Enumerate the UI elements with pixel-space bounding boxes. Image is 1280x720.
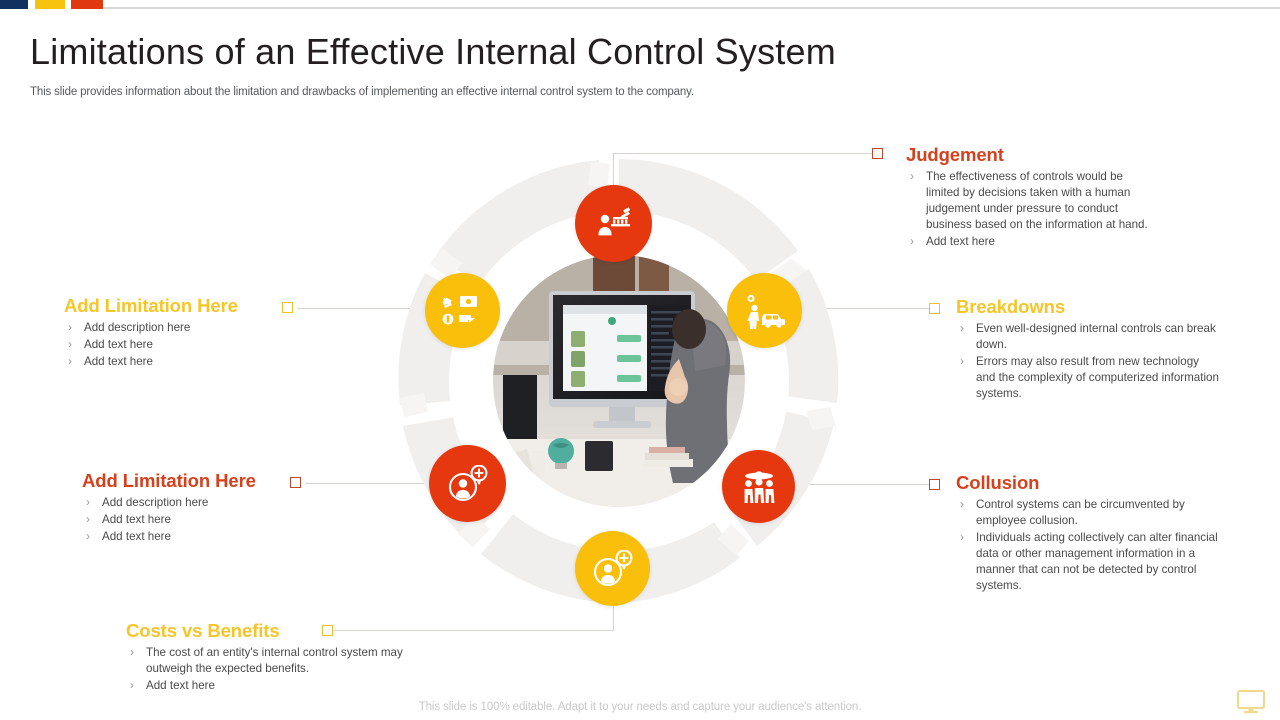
connector-limitation-one bbox=[297, 308, 430, 309]
node-judgement-bubble[interactable] bbox=[575, 185, 652, 262]
list-item: Add description here bbox=[64, 319, 294, 336]
list-item: Control systems can be circumvented by e… bbox=[956, 496, 1224, 529]
section-limitation-one-bullets: Add description here Add text here Add t… bbox=[64, 319, 294, 370]
list-item: Add text here bbox=[82, 511, 312, 528]
central-cycle-diagram bbox=[393, 155, 845, 607]
section-limitation-one: Add Limitation Here Add description here… bbox=[64, 295, 294, 371]
center-photo bbox=[493, 255, 745, 507]
section-limitation-two-title: Add Limitation Here bbox=[82, 470, 256, 491]
brand-bar-gap bbox=[28, 0, 35, 9]
list-item: Add text here bbox=[64, 336, 294, 353]
section-collusion-title: Collusion bbox=[956, 472, 1040, 493]
marker-collusion bbox=[929, 479, 940, 490]
section-judgement: Judgement The effectiveness of controls … bbox=[906, 144, 1156, 251]
list-item: Errors may also result from new technolo… bbox=[956, 353, 1221, 402]
list-item: Add text here bbox=[64, 353, 294, 370]
marker-limitation-two bbox=[290, 477, 301, 488]
list-item: Add text here bbox=[126, 677, 426, 694]
connector-collusion bbox=[793, 484, 930, 485]
list-item: Even well-designed internal controls can… bbox=[956, 320, 1221, 353]
section-judgement-bullets: The effectiveness of controls would be l… bbox=[906, 168, 1156, 250]
list-item: The cost of an entity's internal control… bbox=[126, 644, 426, 677]
section-breakdowns: Breakdowns Even well-designed internal c… bbox=[956, 296, 1221, 403]
header-rule bbox=[103, 7, 1280, 9]
section-costs-vs-benefits: Costs vs Benefits The cost of an entity'… bbox=[126, 620, 426, 695]
section-collusion-bullets: Control systems can be circumvented by e… bbox=[956, 496, 1224, 594]
list-item: Add text here bbox=[82, 528, 312, 545]
brand-bar-gap-2 bbox=[65, 0, 71, 9]
marker-limitation-one bbox=[282, 302, 293, 313]
add-user-icon bbox=[593, 549, 632, 586]
section-costs-bullets: The cost of an entity's internal control… bbox=[126, 644, 426, 694]
marker-costs bbox=[322, 625, 333, 636]
page-title: Limitations of an Effective Internal Con… bbox=[30, 31, 836, 72]
page-subtitle: This slide provides information about th… bbox=[30, 86, 694, 98]
section-collusion: Collusion Control systems can be circumv… bbox=[956, 472, 1224, 595]
list-item: The effectiveness of controls would be l… bbox=[906, 168, 1156, 233]
node-limitation-two-bubble[interactable] bbox=[429, 445, 506, 522]
node-collusion-bubble[interactable] bbox=[722, 450, 795, 523]
money-transfer-icon bbox=[442, 295, 477, 324]
connector-breakdowns bbox=[800, 308, 930, 309]
connector-judgement-riser bbox=[613, 153, 614, 187]
node-costs-bubble[interactable] bbox=[575, 531, 650, 606]
monitor-icon bbox=[1236, 689, 1266, 720]
group-people-icon bbox=[744, 470, 774, 503]
section-limitation-two: Add Limitation Here Add description here… bbox=[82, 470, 312, 546]
brand-bar-red bbox=[71, 0, 103, 9]
footer-note: This slide is 100% editable. Adapt it to… bbox=[418, 701, 862, 713]
list-item: Individuals acting collectively can alte… bbox=[956, 529, 1224, 594]
section-breakdowns-bullets: Even well-designed internal controls can… bbox=[956, 320, 1221, 402]
connector-limitation-two bbox=[305, 483, 433, 484]
marker-judgement bbox=[872, 148, 883, 159]
section-costs-title: Costs vs Benefits bbox=[126, 620, 280, 641]
section-judgement-title: Judgement bbox=[906, 144, 1004, 165]
list-item: Add text here bbox=[906, 233, 1156, 250]
marker-breakdowns bbox=[929, 303, 940, 314]
brand-bar-gold bbox=[35, 0, 65, 9]
node-breakdowns-bubble[interactable] bbox=[727, 273, 802, 348]
connector-judgement-horizontal bbox=[613, 153, 873, 154]
connector-costs-vertical bbox=[613, 606, 614, 631]
add-user-icon bbox=[448, 464, 487, 501]
section-limitation-one-title: Add Limitation Here bbox=[64, 295, 238, 316]
brand-bar-navy bbox=[0, 0, 28, 9]
brand-color-bars bbox=[0, 0, 103, 9]
section-limitation-two-bullets: Add description here Add text here Add t… bbox=[82, 494, 312, 545]
section-breakdowns-title: Breakdowns bbox=[956, 296, 1066, 317]
connector-costs-horizontal bbox=[333, 630, 614, 631]
list-item: Add description here bbox=[82, 494, 312, 511]
person-car-icon bbox=[746, 294, 785, 329]
node-limitation-one-bubble[interactable] bbox=[425, 273, 500, 348]
gavel-bank-icon bbox=[598, 207, 630, 235]
